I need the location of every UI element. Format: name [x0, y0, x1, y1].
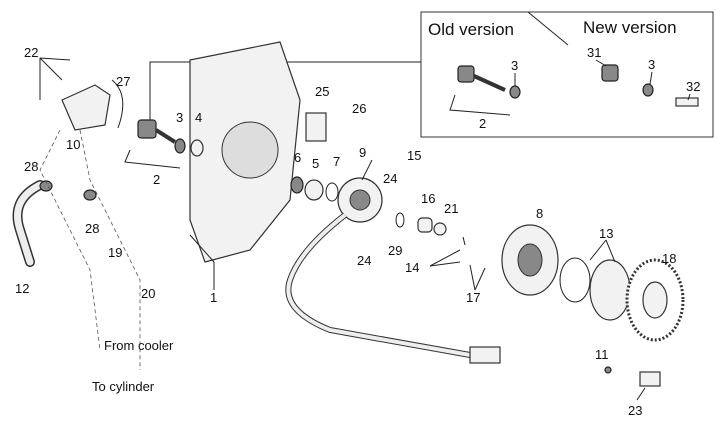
callout-6: 6	[294, 150, 301, 165]
callout-1: 1	[210, 290, 217, 305]
callout-21: 21	[444, 201, 458, 216]
callout-23: 23	[628, 403, 642, 418]
callout-31: 31	[587, 45, 601, 60]
callout-2-old: 2	[479, 116, 486, 131]
callout-10: 10	[66, 137, 80, 152]
callout-4: 4	[195, 110, 202, 125]
water-pump-cover	[61, 84, 111, 131]
callout-24: 24	[357, 253, 371, 268]
callout-3: 3	[176, 110, 183, 125]
callout-14: 14	[405, 260, 419, 275]
callout-15: 15	[407, 148, 421, 163]
callout-9: 9	[359, 145, 366, 160]
callout-3-old: 3	[511, 58, 518, 73]
old-version-heading: Old version	[428, 20, 514, 39]
callout-32: 32	[686, 79, 700, 94]
new-version-heading: New version	[583, 18, 677, 37]
callout-5: 5	[312, 156, 319, 171]
callout-22: 22	[24, 45, 38, 60]
callout-16: 16	[421, 191, 435, 206]
to-cylinder-caption: To cylinder	[92, 379, 155, 394]
callout-29: 29	[388, 243, 402, 258]
version-inset: Old version New version 31 3 32 3 2	[149, 11, 714, 138]
callout-3-new: 3	[648, 57, 655, 72]
callout-8: 8	[536, 206, 543, 221]
callout-27: 27	[116, 74, 130, 89]
callout-20: 20	[141, 286, 155, 301]
callout-13: 13	[599, 226, 613, 241]
from-cooler-caption: From cooler	[104, 338, 174, 353]
callout-11: 11	[595, 347, 609, 362]
callout-labels: 22 27 10 28 28 12 19 20 3 4 2 1 25 26 6 …	[15, 45, 676, 418]
callout-19: 19	[108, 245, 122, 260]
callout-2: 2	[153, 172, 160, 187]
callout-25: 25	[315, 84, 329, 99]
callout-24: 24	[383, 171, 397, 186]
callout-26: 26	[352, 101, 366, 116]
callout-7: 7	[333, 154, 340, 169]
callout-28: 28	[85, 221, 99, 236]
callout-28: 28	[24, 159, 38, 174]
callout-17: 17	[466, 290, 480, 305]
callout-12: 12	[15, 281, 29, 296]
callout-18: 18	[662, 251, 676, 266]
